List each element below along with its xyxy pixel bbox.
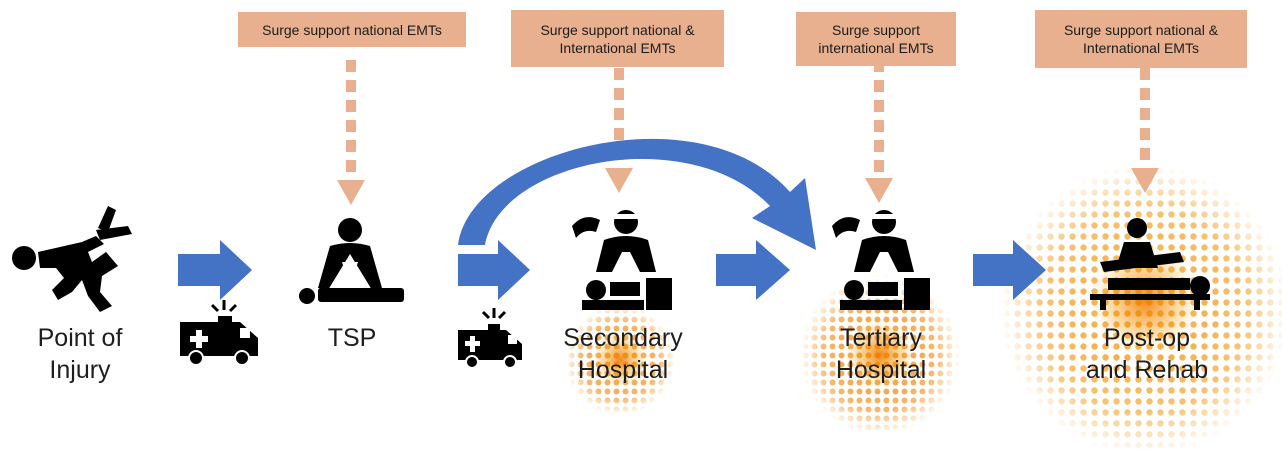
fallen-person-icon <box>12 206 132 312</box>
tertiary-burst <box>795 270 965 440</box>
postop-burst <box>995 160 1282 452</box>
flow-arrow-3 <box>716 240 790 300</box>
surgeon-operating-icon <box>832 210 930 310</box>
bypass-curved-arrow <box>458 138 816 250</box>
flow-arrow-4 <box>973 240 1046 300</box>
dashed-arrow-secondary <box>605 68 633 193</box>
surge-box-tsp: Surge support national EMTs <box>238 12 466 47</box>
surge-box-secondary: Surge support national & International E… <box>511 10 724 67</box>
stage-label-secondary-hospital: Secondary Hospital <box>563 324 683 384</box>
flow-arrows <box>178 240 1046 300</box>
flow-arrow-1 <box>178 240 252 300</box>
surge-box-tertiary: Surge support international EMTs <box>796 12 956 66</box>
ambulance-icon <box>180 300 258 366</box>
stage-label-tertiary-hospital: Tertiary Hospital <box>835 324 927 384</box>
dashed-arrows <box>337 60 1159 205</box>
surgeon-operating-icon <box>572 210 672 310</box>
ambulance-icon <box>458 308 522 369</box>
cpr-icon <box>299 218 404 304</box>
dashed-arrow-tsp <box>337 60 365 205</box>
stage-label-tsp: TSP <box>327 324 377 352</box>
stage-label-point-of-injury: Point of Injury <box>37 324 123 384</box>
dashed-arrow-postop <box>1131 68 1159 193</box>
stage-label-post-op-rehab: Post-op and Rehab <box>1085 324 1209 384</box>
secondary-burst <box>560 300 680 420</box>
rehab-bed-icon <box>1090 218 1210 310</box>
surge-box-postop: Surge support national & International E… <box>1035 10 1247 68</box>
flow-arrow-2 <box>458 240 530 300</box>
dashed-arrow-tertiary <box>865 60 893 203</box>
